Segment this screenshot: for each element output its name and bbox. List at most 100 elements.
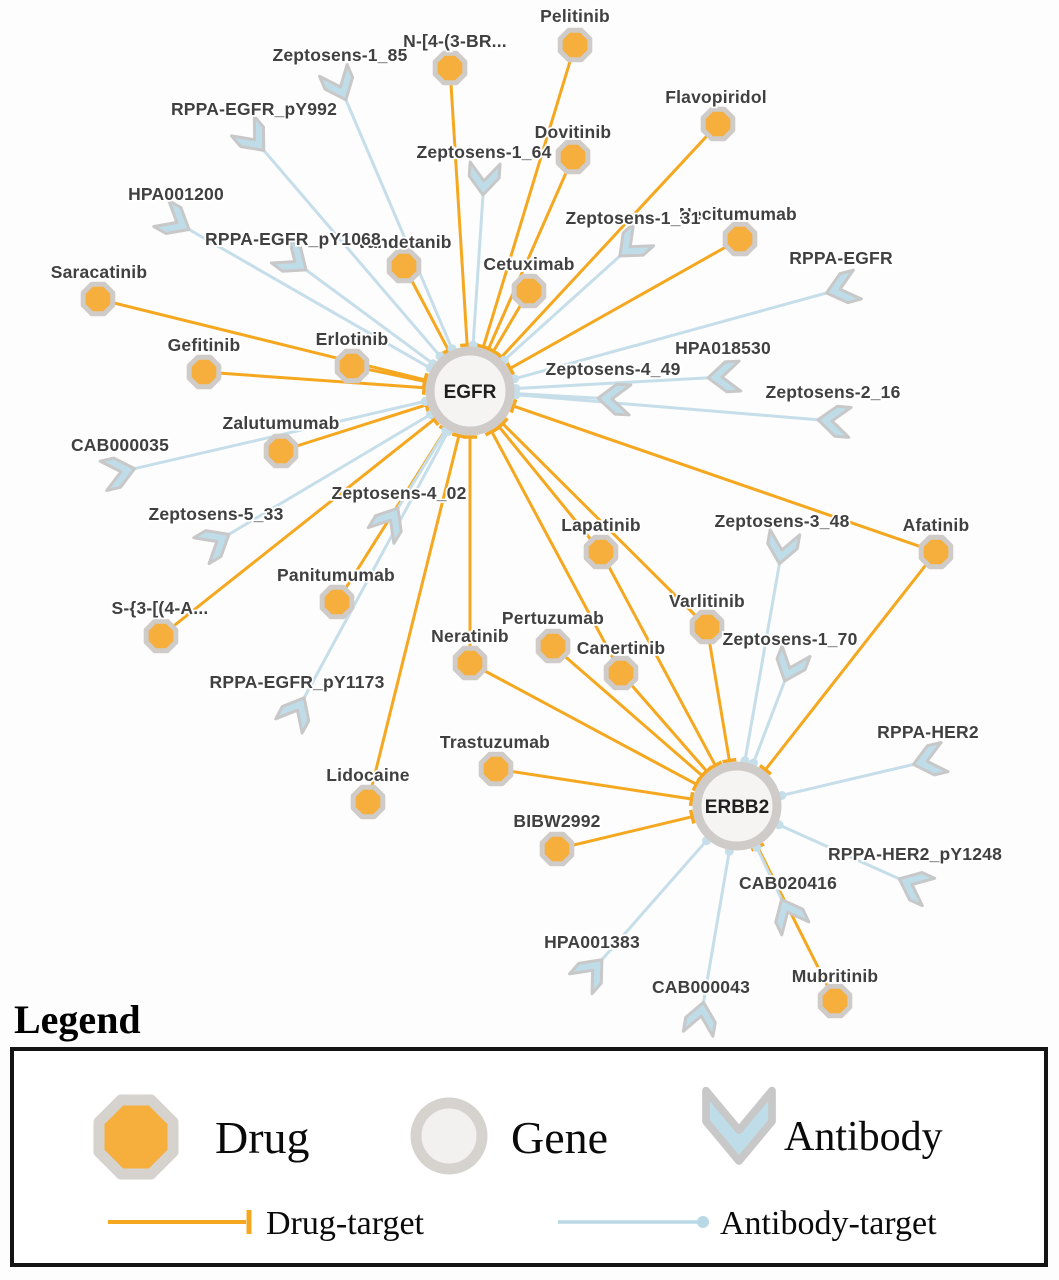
drug-label: Neratinib [431,626,509,646]
drug-target-tee [509,398,518,414]
drug-target-edge [756,846,837,1002]
antibody-target-edge [338,85,454,350]
antibody-target-edge [513,287,842,381]
drug-node [603,655,639,691]
antibody-node [775,644,812,683]
drug-target-edge [552,644,704,777]
drug-target-tee [486,346,501,357]
drug-node [386,248,422,284]
antibody-node [766,528,802,566]
drug-node [452,645,488,681]
drug-label: Mubritinib [792,966,879,986]
drug-label: Lidocaine [326,765,410,785]
drug-target-tee [421,374,429,389]
drug-target-tee [505,361,516,376]
drug-label: Vandetanib [356,232,451,252]
drug-node [511,273,547,309]
drug-target-edge [495,767,692,801]
drug-label: Pelitinib [540,6,610,26]
antibody-node [774,897,811,937]
antibody-node [98,456,137,492]
antibody-node [816,404,853,439]
drug-target-edge [160,418,435,638]
drug-node [918,534,954,570]
drug-target-edge [599,551,717,767]
drug-target-edge [619,672,708,773]
drug-node [143,618,179,654]
drug-target-edge [490,430,623,674]
drug-node [432,50,468,86]
drug-node [557,27,593,63]
gene-shape-icon [410,1097,488,1175]
antibody-target-edge [293,259,434,365]
antibody-target-edge [252,138,442,358]
legend-title: Legend [14,997,141,1042]
antibody-label: Zeptosens-1_85 [272,45,407,65]
antibody-node [192,529,231,566]
drug-target-tee [688,809,696,824]
antibody-label: Zeptosens-2_16 [765,382,900,402]
antibody-node [681,1000,717,1038]
antibody-target-edge [175,220,431,370]
antibody-label: HPA001383 [544,932,640,952]
antibody-label: Zeptosens-5_33 [148,504,283,524]
antibody-node [911,740,950,777]
antibody-target-dot-sample [697,1216,709,1228]
legend-box [10,1047,1048,1267]
drug-target-tee [722,757,737,764]
antibody-label: CAB020416 [739,873,837,893]
labels-layer: EGFRERBB2PelitinibN-[4-(3-BR...Dovitinib… [49,4,1004,999]
antibody-label: CAB000035 [71,435,169,455]
legend-drug-target-label: Drug-target [266,1205,425,1242]
antibody-label: RPPA-EGFR_pY992 [171,99,337,119]
legend-item-drug: Drug [93,1094,310,1180]
drug-label: Afatinib [903,515,970,535]
drug-target-edge [481,44,577,348]
drug-label: Panitumumab [277,565,395,585]
drug-label: Erlotinib [316,329,389,349]
antibody-label: Zeptosens-3_48 [714,511,849,531]
drug-target-edge [556,815,693,851]
drug-target-edge [203,370,425,390]
legend-edge-drug-target: Drug-target [108,1205,425,1242]
antibody-target-edge [751,666,792,764]
antibody-node [318,62,355,102]
antibody-target-edge [778,823,914,887]
drug-target-edge [509,237,741,370]
antibody-label: Zeptosens-1_70 [722,629,857,649]
drug-target-tee [496,417,509,430]
drug-shape-icon [93,1094,179,1180]
antibody-node [274,696,311,735]
antibody-node [230,114,266,152]
antibody-target-edge [743,548,784,761]
drug-target-edge [448,67,469,346]
gene-label: ERBB2 [705,797,769,818]
legend-item-antibody: Antibody [702,1086,943,1165]
antibody-target-edge [295,430,450,712]
antibody-node [825,268,863,305]
drug-target-edge [469,661,698,786]
legend-drug-label: Drug [215,1112,310,1163]
drug-node [535,628,571,664]
antibody-node [467,160,502,197]
drug-target-edge [764,551,938,771]
drug-target-edge [512,404,937,554]
antibody-label: Zeptosens-4_49 [545,359,680,379]
edges-layer [97,44,938,1018]
drug-node [334,348,370,384]
antibody-label: HPA018530 [675,338,771,358]
drug-label: S-{3-[(4-A... [112,598,209,618]
drug-label: Dovitinib [535,122,612,142]
gene-label: EGFR [444,382,497,403]
drug-node [478,751,514,787]
legend-edge-antibody-target: Antibody-target [558,1205,937,1242]
drug-node [700,106,736,142]
antibody-node [269,237,308,273]
antibody-node [152,199,191,236]
antibody-node [706,359,743,394]
antibody-shape-icon [702,1086,776,1165]
drug-node [583,534,619,570]
drug-node [319,584,355,620]
antibody-target-edge [388,429,448,522]
